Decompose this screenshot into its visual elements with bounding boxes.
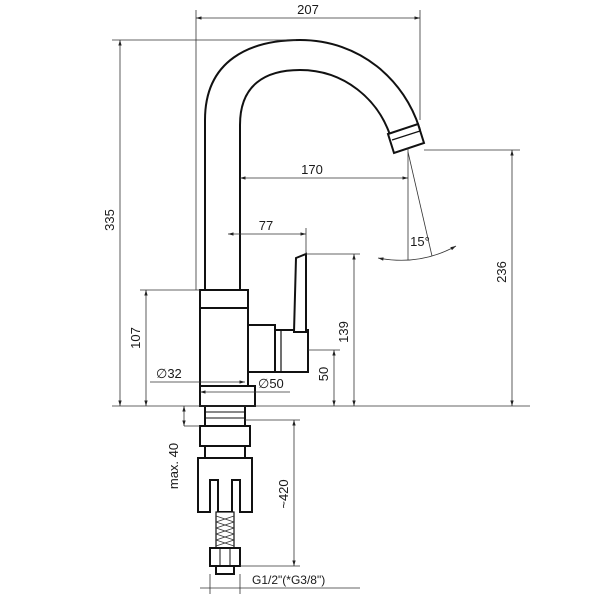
dim-spout-reach: 170 — [301, 162, 323, 177]
dim-base-thickness: 50 — [316, 367, 331, 381]
lever-cartridge — [274, 329, 309, 373]
dim-base-height: 107 — [128, 327, 143, 349]
main-body — [199, 307, 249, 387]
dim-body-diameter: ∅50 — [258, 376, 284, 391]
dim-lever-offset: 77 — [259, 218, 273, 233]
hose-nut — [209, 547, 241, 567]
base-ring — [199, 385, 256, 407]
body-collar — [199, 289, 249, 309]
spout-nozzle — [386, 122, 426, 155]
mount-plate — [204, 445, 246, 459]
faucet-outline — [197, 38, 426, 575]
dim-height-total: 335 — [102, 209, 117, 231]
dimension-lines — [112, 10, 530, 594]
hose-fitting — [215, 565, 235, 575]
mount-nut — [204, 405, 246, 427]
flex-hose — [215, 511, 235, 549]
lever-handle — [292, 252, 307, 333]
dim-hose-length: ~420 — [276, 479, 291, 508]
dim-max-mount: max. 40 — [166, 443, 181, 489]
dim-connection-thread: G1/2"(*G3/8") — [252, 573, 325, 587]
lever-housing — [247, 324, 276, 373]
spout-outer-line — [204, 38, 421, 290]
dim-spout-angle: 15° — [410, 234, 430, 249]
dim-lever-height: 139 — [336, 321, 351, 343]
dim-spout-height: 236 — [494, 261, 509, 283]
spout-inner-line — [239, 68, 391, 290]
dim-width-total: 207 — [297, 2, 319, 17]
fixing-bracket — [197, 457, 253, 513]
dim-hole-diameter: ∅32 — [156, 366, 182, 381]
mount-washer — [199, 425, 251, 447]
